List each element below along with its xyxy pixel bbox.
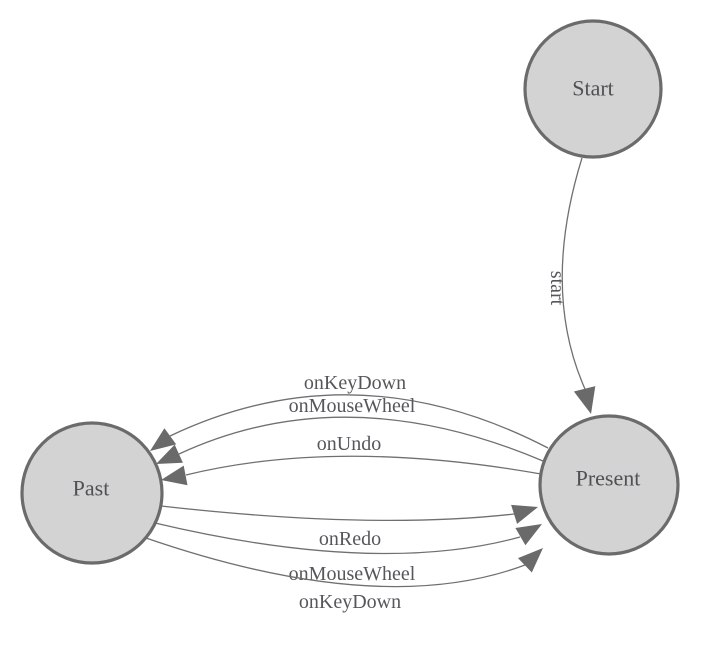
edge-present-to-past-onmousewheel: onMouseWheel (156, 395, 544, 464)
edge-label-onmousewheel-top: onMouseWheel (289, 395, 416, 417)
arrowhead-icon (161, 465, 188, 486)
edge-label-onkeydown-bottom: onKeyDown (299, 591, 401, 613)
state-node-past-circle[interactable] (20, 421, 164, 565)
edge-present-to-past-onkeydown-line (169, 394, 549, 449)
edge-label-onmousewheel-bottom: onMouseWheel (289, 563, 416, 585)
edge-present-to-past-onundo-line (185, 455, 542, 476)
edge-past-to-present-onredo-line (160, 505, 515, 522)
edge-label-onredo: onRedo (319, 528, 381, 550)
state-node-past[interactable]: Past (20, 421, 164, 565)
edge-past-to-present-onredo: onRedo (160, 504, 538, 550)
edge-present-to-past-onundo: onUndo (161, 433, 542, 486)
edge-start-to-present: start (546, 157, 596, 414)
edge-past-to-present-onkeydown-line (145, 537, 526, 588)
edge-start-to-present-line (561, 157, 586, 390)
edge-label-start: start (546, 271, 568, 306)
state-node-present-circle[interactable] (538, 414, 680, 556)
state-node-present-label: Present (576, 466, 641, 491)
edge-label-onundo: onUndo (317, 433, 381, 455)
arrowhead-icon (515, 524, 542, 546)
state-node-start-label: Start (572, 76, 614, 101)
arrowhead-icon (156, 444, 183, 464)
edge-past-to-present-onmousewheel-line (154, 522, 521, 555)
edge-present-to-past-onkeydown: onKeyDown (150, 372, 549, 451)
state-node-present[interactable]: Present (538, 414, 680, 556)
state-node-start[interactable]: Start (523, 19, 663, 159)
state-node-start-circle[interactable] (523, 19, 663, 159)
edge-present-to-past-onmousewheel-line (178, 416, 544, 462)
edge-past-to-present-onkeydown: onKeyDown (145, 537, 543, 613)
arrowhead-icon (511, 504, 538, 524)
state-node-past-label: Past (73, 476, 110, 501)
arrowhead-icon (573, 386, 596, 414)
edge-label-onkeydown-top: onKeyDown (304, 372, 406, 394)
arrowhead-icon (518, 548, 543, 573)
edge-past-to-present-onmousewheel: onMouseWheel (154, 522, 542, 585)
arrowhead-icon (150, 428, 177, 451)
